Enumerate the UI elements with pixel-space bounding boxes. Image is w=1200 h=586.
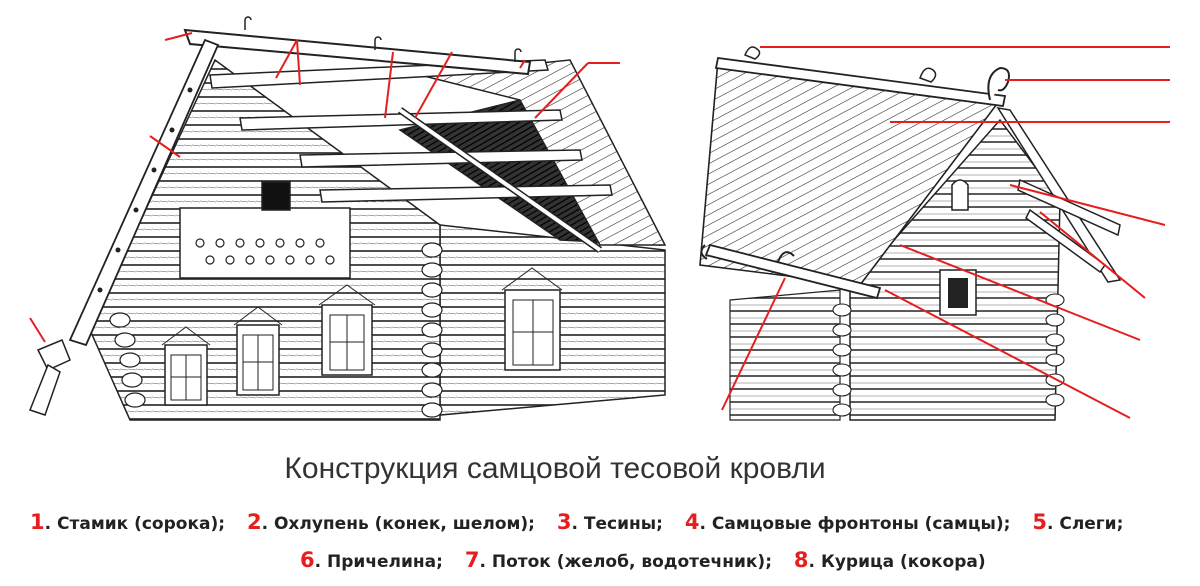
legend-item-3: 3. Тесины; xyxy=(556,510,663,534)
legend-item-6: 6. Причелина; xyxy=(300,548,443,572)
right-house-drawing: 1 xyxy=(699,46,1170,421)
legend-row-1: 1. Стамик (сорока); 2. Охлупень (конек, … xyxy=(30,510,1190,534)
legend-item-2: 2. Охлупень (конек, шелом); xyxy=(246,510,535,534)
diagram-title: Конструкция самцовой тесовой кровли xyxy=(284,452,826,485)
legend-item-5: 5. Слеги; xyxy=(1032,510,1124,534)
left-house-drawing: 1 xyxy=(29,16,667,421)
legend-row-2: 6. Причелина; 7. Поток (желоб, водотечни… xyxy=(300,548,1200,572)
legend-item-4: 4. Самцовые фронтоны (самцы); xyxy=(684,510,1011,534)
legend-item-1: 1. Стамик (сорока); xyxy=(30,510,226,534)
legend-item-7: 7. Поток (желоб, водотечник); xyxy=(464,548,772,572)
legend-item-8: 8. Курица (кокора) xyxy=(793,548,986,572)
